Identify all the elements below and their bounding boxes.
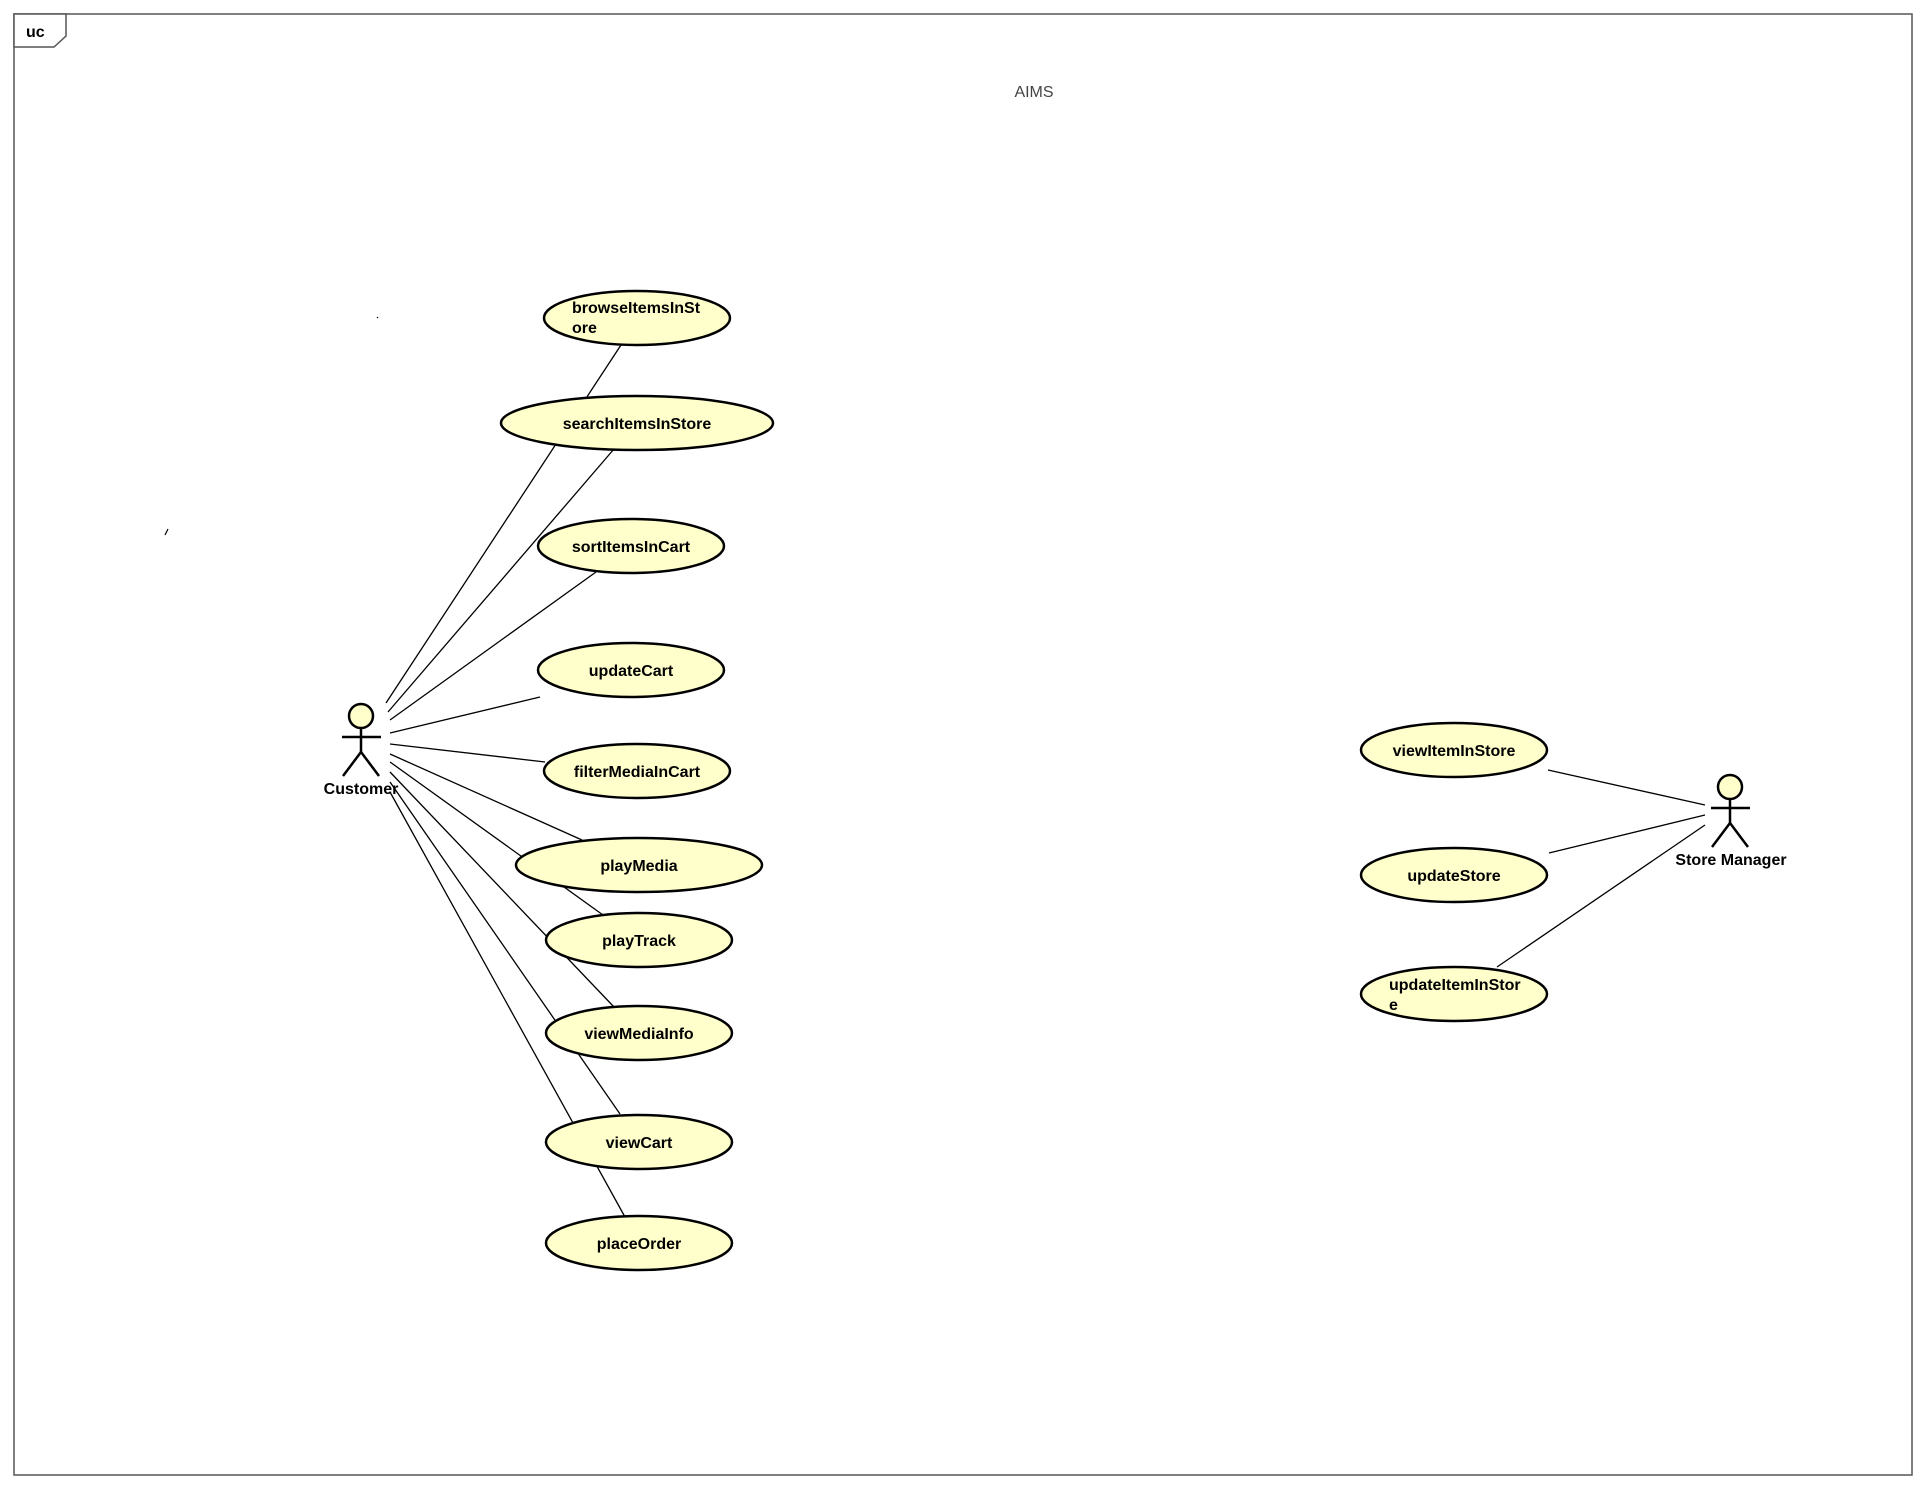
usecase-place-order[interactable]: placeOrder <box>544 1214 734 1272</box>
usecase-update-cart[interactable]: updateCart <box>536 641 726 699</box>
usecase-search-items-in-store[interactable]: searchItemsInStore <box>499 394 775 452</box>
usecase-ellipse <box>536 517 726 575</box>
association-line <box>389 743 546 763</box>
usecase-view-item-in-store[interactable]: viewItemInStore <box>1359 721 1549 779</box>
usecase-ellipse <box>544 1214 734 1272</box>
diagram-frame <box>13 13 1913 1476</box>
usecase-label: placeOrder <box>597 1236 681 1253</box>
speck-mark <box>164 528 169 536</box>
usecase-sort-items-in-cart[interactable]: sortItemsInCart <box>536 517 726 575</box>
association-line <box>389 761 604 916</box>
usecase-label: viewCart <box>606 1135 673 1152</box>
system-title: AIMS <box>1014 84 1053 101</box>
actor-customer: Customer <box>324 702 399 798</box>
association-line <box>1496 824 1706 968</box>
usecase-ellipse <box>536 641 726 699</box>
actor-leg <box>342 751 362 777</box>
usecase-label: updateCart <box>589 663 674 680</box>
actor-head <box>347 702 375 730</box>
usecase-label: e <box>1389 997 1398 1014</box>
association-line <box>389 571 597 721</box>
usecase-view-media-info[interactable]: viewMediaInfo <box>544 1004 734 1062</box>
usecase-play-media[interactable]: playMedia <box>514 836 764 894</box>
actor-leg <box>360 751 380 777</box>
usecase-view-cart[interactable]: viewCart <box>544 1113 734 1171</box>
actor-store-manager: Store Manager <box>1675 773 1787 869</box>
association-line <box>1547 769 1706 806</box>
usecase-ellipse <box>1359 721 1549 779</box>
usecase-ellipse <box>542 289 732 347</box>
association-line <box>1548 814 1706 854</box>
usecase-filter-media-in-cart[interactable]: filterMediaInCart <box>542 742 732 800</box>
association-line <box>387 448 615 713</box>
usecase-update-item-in-store[interactable]: updateItemInStor e <box>1359 965 1549 1023</box>
speck-mark <box>376 316 379 319</box>
usecase-label: ore <box>572 320 597 337</box>
usecase-label: playTrack <box>602 933 676 950</box>
actor-head <box>1716 773 1744 801</box>
usecase-label: updateItemInStor <box>1389 977 1521 994</box>
actor-name: Customer <box>324 781 399 798</box>
frame-tab <box>13 13 67 48</box>
usecase-ellipse <box>544 911 734 969</box>
usecase-ellipse <box>514 836 764 894</box>
usecase-update-store[interactable]: updateStore <box>1359 846 1549 904</box>
usecase-label: filterMediaInCart <box>574 764 701 781</box>
usecase-play-track[interactable]: playTrack <box>544 911 734 969</box>
usecase-label: playMedia <box>600 858 677 875</box>
actor-leg <box>1729 822 1749 848</box>
association-line <box>389 753 583 841</box>
usecase-ellipse <box>542 742 732 800</box>
usecase-label: viewItemInStore <box>1393 743 1516 760</box>
usecase-ellipse <box>499 394 775 452</box>
usecase-label: viewMediaInfo <box>584 1026 694 1043</box>
store-manager-associations <box>1496 769 1706 968</box>
association-line <box>389 771 615 1008</box>
usecase-label: searchItemsInStore <box>563 416 712 433</box>
usecase-ellipse <box>544 1004 734 1062</box>
usecase-label: browseItemsInSt <box>572 300 701 317</box>
usecase-ellipse <box>1359 846 1549 904</box>
frame-label: uc <box>26 24 45 41</box>
usecase-ellipse <box>1359 965 1549 1023</box>
actor-leg <box>1711 822 1731 848</box>
usecase-label: sortItemsInCart <box>572 539 691 556</box>
usecase-label: updateStore <box>1407 868 1500 885</box>
usecase-ellipse <box>544 1113 734 1171</box>
actor-name: Store Manager <box>1675 852 1786 869</box>
association-line <box>389 696 541 734</box>
association-line <box>389 781 621 1115</box>
usecase-browse-items-in-store[interactable]: browseItemsInSt ore <box>542 289 732 347</box>
